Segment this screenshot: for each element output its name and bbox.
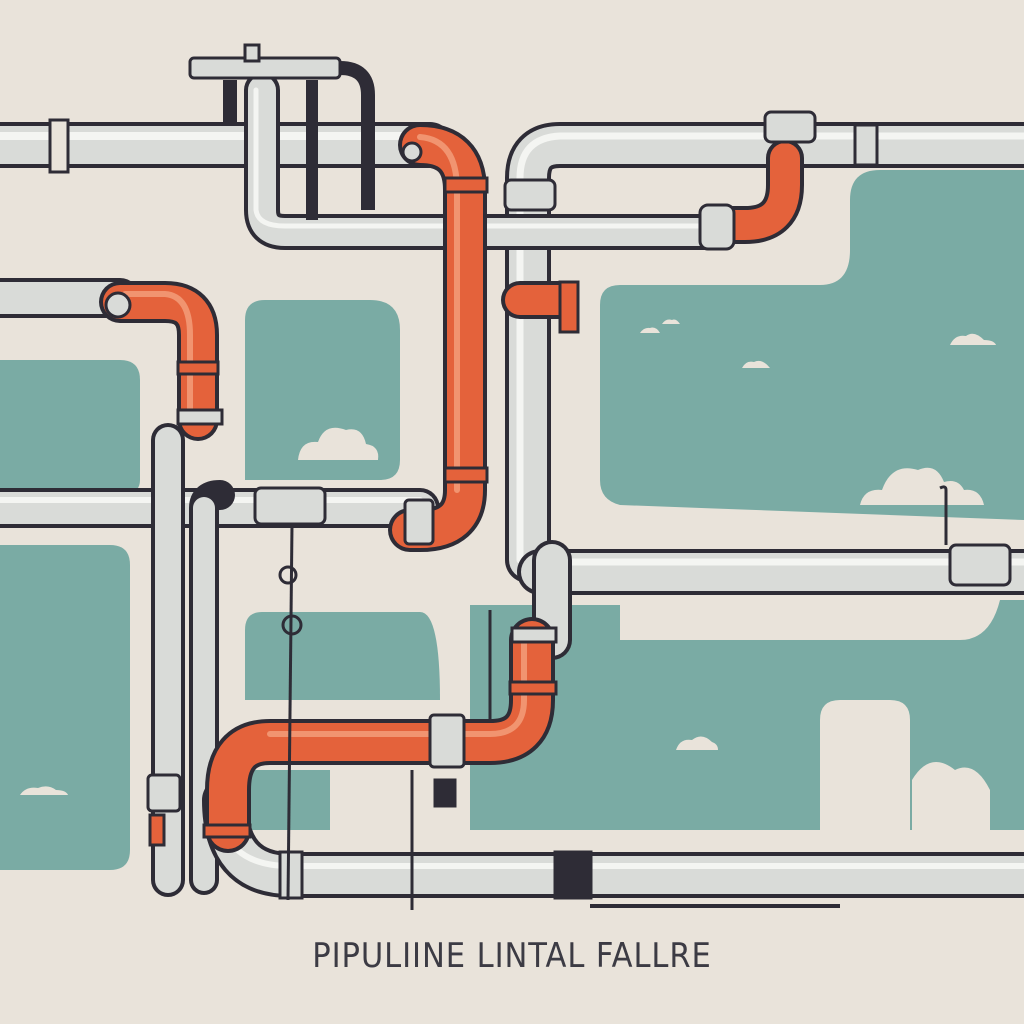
coupling-3 bbox=[443, 176, 489, 194]
cloud-7 bbox=[640, 327, 660, 333]
pipe-top-right bbox=[505, 122, 1024, 583]
coupling-17 bbox=[558, 280, 580, 334]
water-panel-top-right bbox=[600, 170, 1024, 520]
valve-top-left bbox=[188, 56, 342, 80]
coupling-12 bbox=[428, 713, 466, 769]
valve-top-right bbox=[763, 110, 817, 144]
background-block-1 bbox=[820, 700, 910, 830]
caption-text: PIPULIINE LINTAL FALLRE bbox=[312, 936, 712, 976]
background-block-2 bbox=[912, 762, 990, 830]
cloud-5 bbox=[20, 786, 68, 795]
cloud-8 bbox=[662, 319, 680, 324]
coupling-8 bbox=[508, 680, 558, 696]
pipe-second-row bbox=[244, 72, 738, 250]
fittings bbox=[48, 43, 1012, 910]
drop-line-1 bbox=[286, 524, 294, 901]
coupling-1 bbox=[48, 118, 70, 174]
background-blocks bbox=[820, 700, 990, 830]
orange-pipe-left-elbow bbox=[99, 281, 219, 441]
coupling-2 bbox=[853, 123, 879, 167]
cloud-1 bbox=[298, 427, 379, 460]
silver-pipes bbox=[0, 72, 1024, 898]
water-panel-center-lower bbox=[245, 612, 440, 700]
orange-pipes bbox=[99, 123, 804, 853]
coupling-5 bbox=[176, 360, 220, 376]
cloud-2 bbox=[860, 467, 984, 505]
coupling-16 bbox=[503, 178, 557, 212]
coupling-7 bbox=[510, 626, 558, 644]
valve-cap bbox=[243, 43, 261, 63]
clouds bbox=[20, 319, 996, 795]
gauge-2 bbox=[104, 291, 132, 319]
valve-middle bbox=[253, 486, 327, 526]
water-panel-left-upper bbox=[0, 360, 140, 495]
coupling-6 bbox=[176, 408, 224, 426]
left-valve-tip bbox=[148, 813, 166, 847]
pipe-top-left bbox=[0, 122, 453, 168]
pipe-right-middle bbox=[517, 549, 1024, 595]
dark-elbow bbox=[339, 61, 375, 210]
gauge-3 bbox=[278, 565, 298, 585]
drop-line-4 bbox=[939, 485, 948, 545]
gauge-1 bbox=[401, 141, 423, 163]
water-panel-left-lower bbox=[0, 545, 130, 870]
left-valve bbox=[146, 773, 182, 813]
coupling-13 bbox=[403, 498, 435, 546]
orange-pipe-top-right-elbow bbox=[706, 139, 804, 244]
coupling-10 bbox=[553, 850, 593, 900]
hanging-valve bbox=[433, 778, 457, 808]
cloud-4 bbox=[676, 736, 718, 750]
cloud-3 bbox=[950, 333, 996, 345]
coupling-15 bbox=[698, 203, 736, 251]
coupling-14 bbox=[948, 543, 1012, 587]
coupling-9 bbox=[202, 823, 252, 839]
coupling-11 bbox=[278, 850, 304, 900]
coupling-4 bbox=[443, 466, 489, 484]
orange-pipe-bottom bbox=[205, 617, 555, 853]
cloud-6 bbox=[742, 360, 770, 368]
